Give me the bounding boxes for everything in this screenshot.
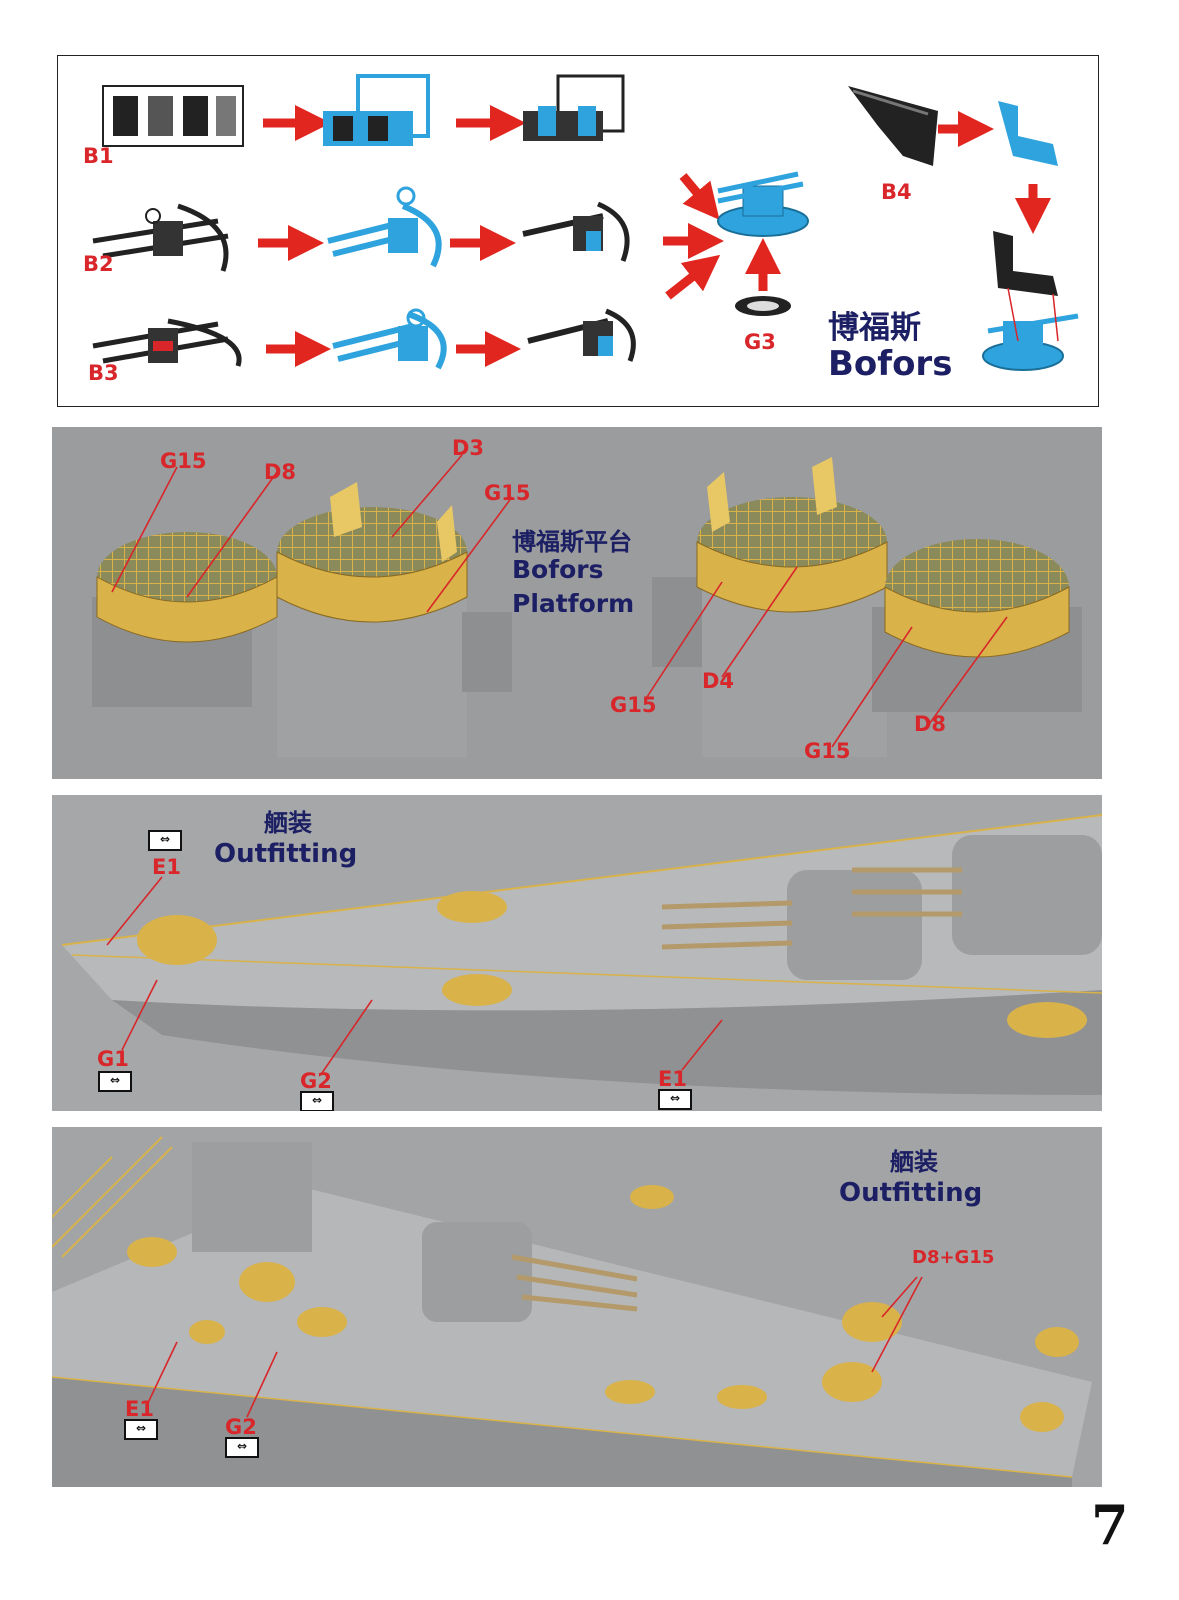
direction-indicator-icon: ⇔	[300, 1091, 334, 1111]
direction-indicator-icon: ⇔	[225, 1437, 259, 1458]
gun-turret	[952, 835, 1102, 955]
brass-part	[437, 891, 507, 923]
b3-finished	[527, 308, 636, 362]
platform-title-cn: 博福斯平台	[512, 528, 632, 556]
brass-part	[1007, 1002, 1087, 1038]
outfitting-photo-bow: ⇔ E1 舾装 Outfitting G1 ⇔ G2 ⇔ E1 ⇔	[52, 795, 1102, 1111]
page-number: 7	[1091, 1493, 1129, 1557]
brass-crane	[52, 1136, 173, 1258]
bofors-title-en: Bofors	[828, 344, 953, 384]
brass-railing	[96, 576, 278, 643]
platform-title-en-1: Bofors	[512, 555, 604, 584]
part-label-e1: E1	[658, 1067, 687, 1091]
b4-folded-blue	[998, 101, 1058, 166]
part-label-g2: G2	[225, 1415, 257, 1439]
leader-lines	[106, 876, 723, 1074]
b4-etch-fret	[848, 86, 938, 166]
part-label-g15: G15	[160, 449, 207, 473]
arrow	[679, 173, 720, 220]
brass-railing	[61, 814, 1102, 946]
gun-turret	[422, 1222, 532, 1322]
part-label-d3: D3	[452, 436, 485, 460]
superstructure	[192, 1142, 312, 1252]
brass-shield	[707, 472, 730, 532]
direction-indicator-icon: ⇔	[124, 1419, 158, 1440]
bofors-mount-assembled	[717, 171, 809, 237]
b2-etch-fret	[92, 203, 229, 272]
brass-part	[442, 974, 512, 1006]
outfitting-title-en: Outfitting	[214, 839, 358, 869]
bofors-assembly-diagram: B1 B2 B3 B4 G3 博福斯 Bofors	[57, 55, 1099, 407]
b4-final-assembly	[982, 231, 1079, 371]
platform-title-en-2: Platform	[512, 589, 635, 618]
part-label-d8-g15: D8+G15	[912, 1247, 995, 1268]
platform-photo-drawing	[92, 454, 1082, 757]
leader-lines	[111, 454, 1008, 748]
step-label-b4: B4	[881, 180, 912, 204]
leader-lines	[146, 1276, 923, 1418]
brass-platforms	[127, 1185, 1079, 1432]
b1-finished	[523, 74, 625, 141]
brass-railing	[884, 586, 1070, 658]
arrow	[665, 254, 721, 300]
gun-turret	[787, 870, 922, 980]
step-label-b3: B3	[88, 361, 119, 385]
part-label-g2: G2	[300, 1069, 332, 1093]
g3-ring	[735, 296, 791, 316]
part-label-g15: G15	[610, 693, 657, 717]
b3-folded-blue	[332, 308, 447, 370]
hull-side	[112, 990, 1102, 1095]
b2-folded-blue	[327, 186, 442, 268]
direction-indicator-icon: ⇔	[148, 830, 182, 851]
brass-railing	[71, 954, 1102, 994]
brass-railing	[276, 551, 468, 623]
assembly-drawing	[92, 74, 1079, 371]
gun-barrels	[511, 1254, 638, 1312]
bofors-platform-photo: G15 D8 D3 G15 G15 D4 G15 D8 博福斯平台 Bofors…	[52, 427, 1102, 779]
b2-finished	[522, 201, 630, 262]
step-label-b1: B1	[83, 144, 114, 168]
part-label-e1: E1	[125, 1397, 154, 1421]
bofors-title-cn: 博福斯	[828, 310, 921, 346]
part-label-e1: E1	[152, 855, 181, 879]
brass-railing	[52, 1376, 1073, 1478]
hull-side	[52, 1377, 1072, 1487]
step-label-b2: B2	[83, 252, 114, 276]
b3-etch-fret	[92, 318, 242, 367]
direction-indicator-icon: ⇔	[658, 1089, 692, 1110]
brass-shield	[330, 482, 362, 537]
brass-shield	[812, 457, 837, 515]
outfitting-title-en: Outfitting	[839, 1178, 983, 1208]
part-label-d4: D4	[702, 669, 735, 693]
part-label-g1: G1	[97, 1047, 129, 1071]
stern-photo-drawing	[52, 1136, 1092, 1487]
part-label-d8: D8	[264, 460, 297, 484]
direction-indicator-icon: ⇔	[98, 1071, 132, 1092]
step-label-g3: G3	[744, 330, 776, 354]
hull-deck	[52, 1187, 1092, 1477]
bow-photo-drawing	[61, 814, 1102, 1095]
part-label-d8: D8	[914, 712, 947, 736]
part-label-g15: G15	[804, 739, 851, 763]
outfitting-photo-stern: 舾装 Outfitting D8+G15 E1 ⇔ G2 ⇔	[52, 1127, 1102, 1487]
b1-etch-fret	[102, 85, 244, 147]
brass-part	[137, 915, 217, 965]
part-label-g15: G15	[484, 481, 531, 505]
gun-barrels	[661, 867, 962, 950]
brass-shield	[437, 505, 457, 562]
b1-folded-blue	[323, 74, 430, 146]
resin-block	[462, 612, 512, 692]
outfitting-title-cn: 舾装	[890, 1148, 938, 1176]
outfitting-title-cn: 舾装	[264, 809, 312, 837]
